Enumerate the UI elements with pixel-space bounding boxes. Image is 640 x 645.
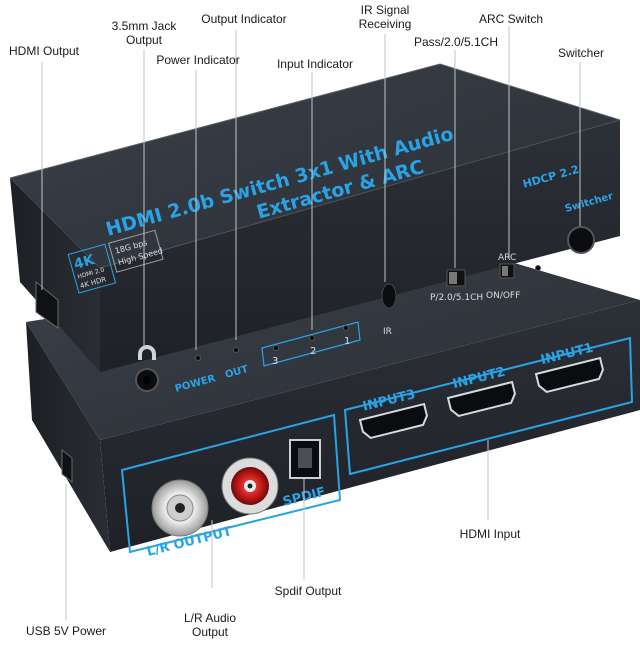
hdmi-output-port [35, 280, 59, 329]
svg-text:2: 2 [310, 346, 316, 357]
callout-lr-audio-output: L/R Audio Output [183, 611, 237, 639]
svg-text:ON/OFF: ON/OFF [486, 291, 520, 301]
callout-lines [41, 26, 581, 620]
callout-arc-switch: ARC Switch [478, 12, 543, 26]
callout-hdmi-output: HDMI Output [8, 44, 80, 58]
svg-text:ARC: ARC [498, 253, 516, 263]
callout-spdif-output: Spdif Output [274, 584, 342, 598]
callout-hdmi-input: HDMI Input [459, 527, 521, 541]
svg-text:P/2.0/5.1CH: P/2.0/5.1CH [430, 293, 483, 303]
usb-power-port [61, 448, 73, 484]
input-leds: 3 2 1 [261, 321, 361, 367]
front-unit [9, 63, 621, 372]
headphone-icon [138, 345, 156, 360]
ir-receiver: IR [381, 283, 397, 337]
arc-switch: ARC ON/OFF [486, 253, 541, 301]
callout-ir-receiving: IR Signal Receiving [358, 3, 412, 31]
callout-input-indicator: Input Indicator [276, 57, 354, 71]
rca-white-jack [151, 479, 209, 537]
rear-inputs: INPUT3 INPUT2 INPUT1 [358, 341, 604, 440]
power-led [195, 355, 201, 361]
hdmi-port-input1 [534, 356, 604, 394]
out-led [233, 347, 239, 353]
hdmi-port-input3 [358, 402, 428, 440]
svg-text:1: 1 [344, 336, 350, 347]
callout-switcher: Switcher [557, 46, 604, 60]
callout-power-indicator: Power Indicator [156, 53, 240, 67]
svg-text:3: 3 [272, 356, 278, 367]
spdif-port [289, 439, 321, 479]
hdmi-port-input2 [446, 380, 516, 418]
jack-3-5mm [135, 345, 159, 392]
callout-jack-output: 3.5mm Jack Output [111, 19, 177, 47]
callout-output-indicator: Output Indicator [201, 12, 287, 26]
callout-usb-power: USB 5V Power [25, 624, 107, 638]
rca-red-jack [221, 457, 279, 515]
switcher-button [567, 226, 595, 254]
svg-text:IR: IR [383, 327, 392, 337]
pass-mode-switch: P/2.0/5.1CH [430, 269, 483, 303]
badge-4k: 4K HDMI 2.0 4K HDR 18G bps High Speed [67, 229, 164, 294]
svg-text:4K: 4K [72, 252, 97, 273]
callout-pass-mode: Pass/2.0/5.1CH [413, 35, 499, 49]
